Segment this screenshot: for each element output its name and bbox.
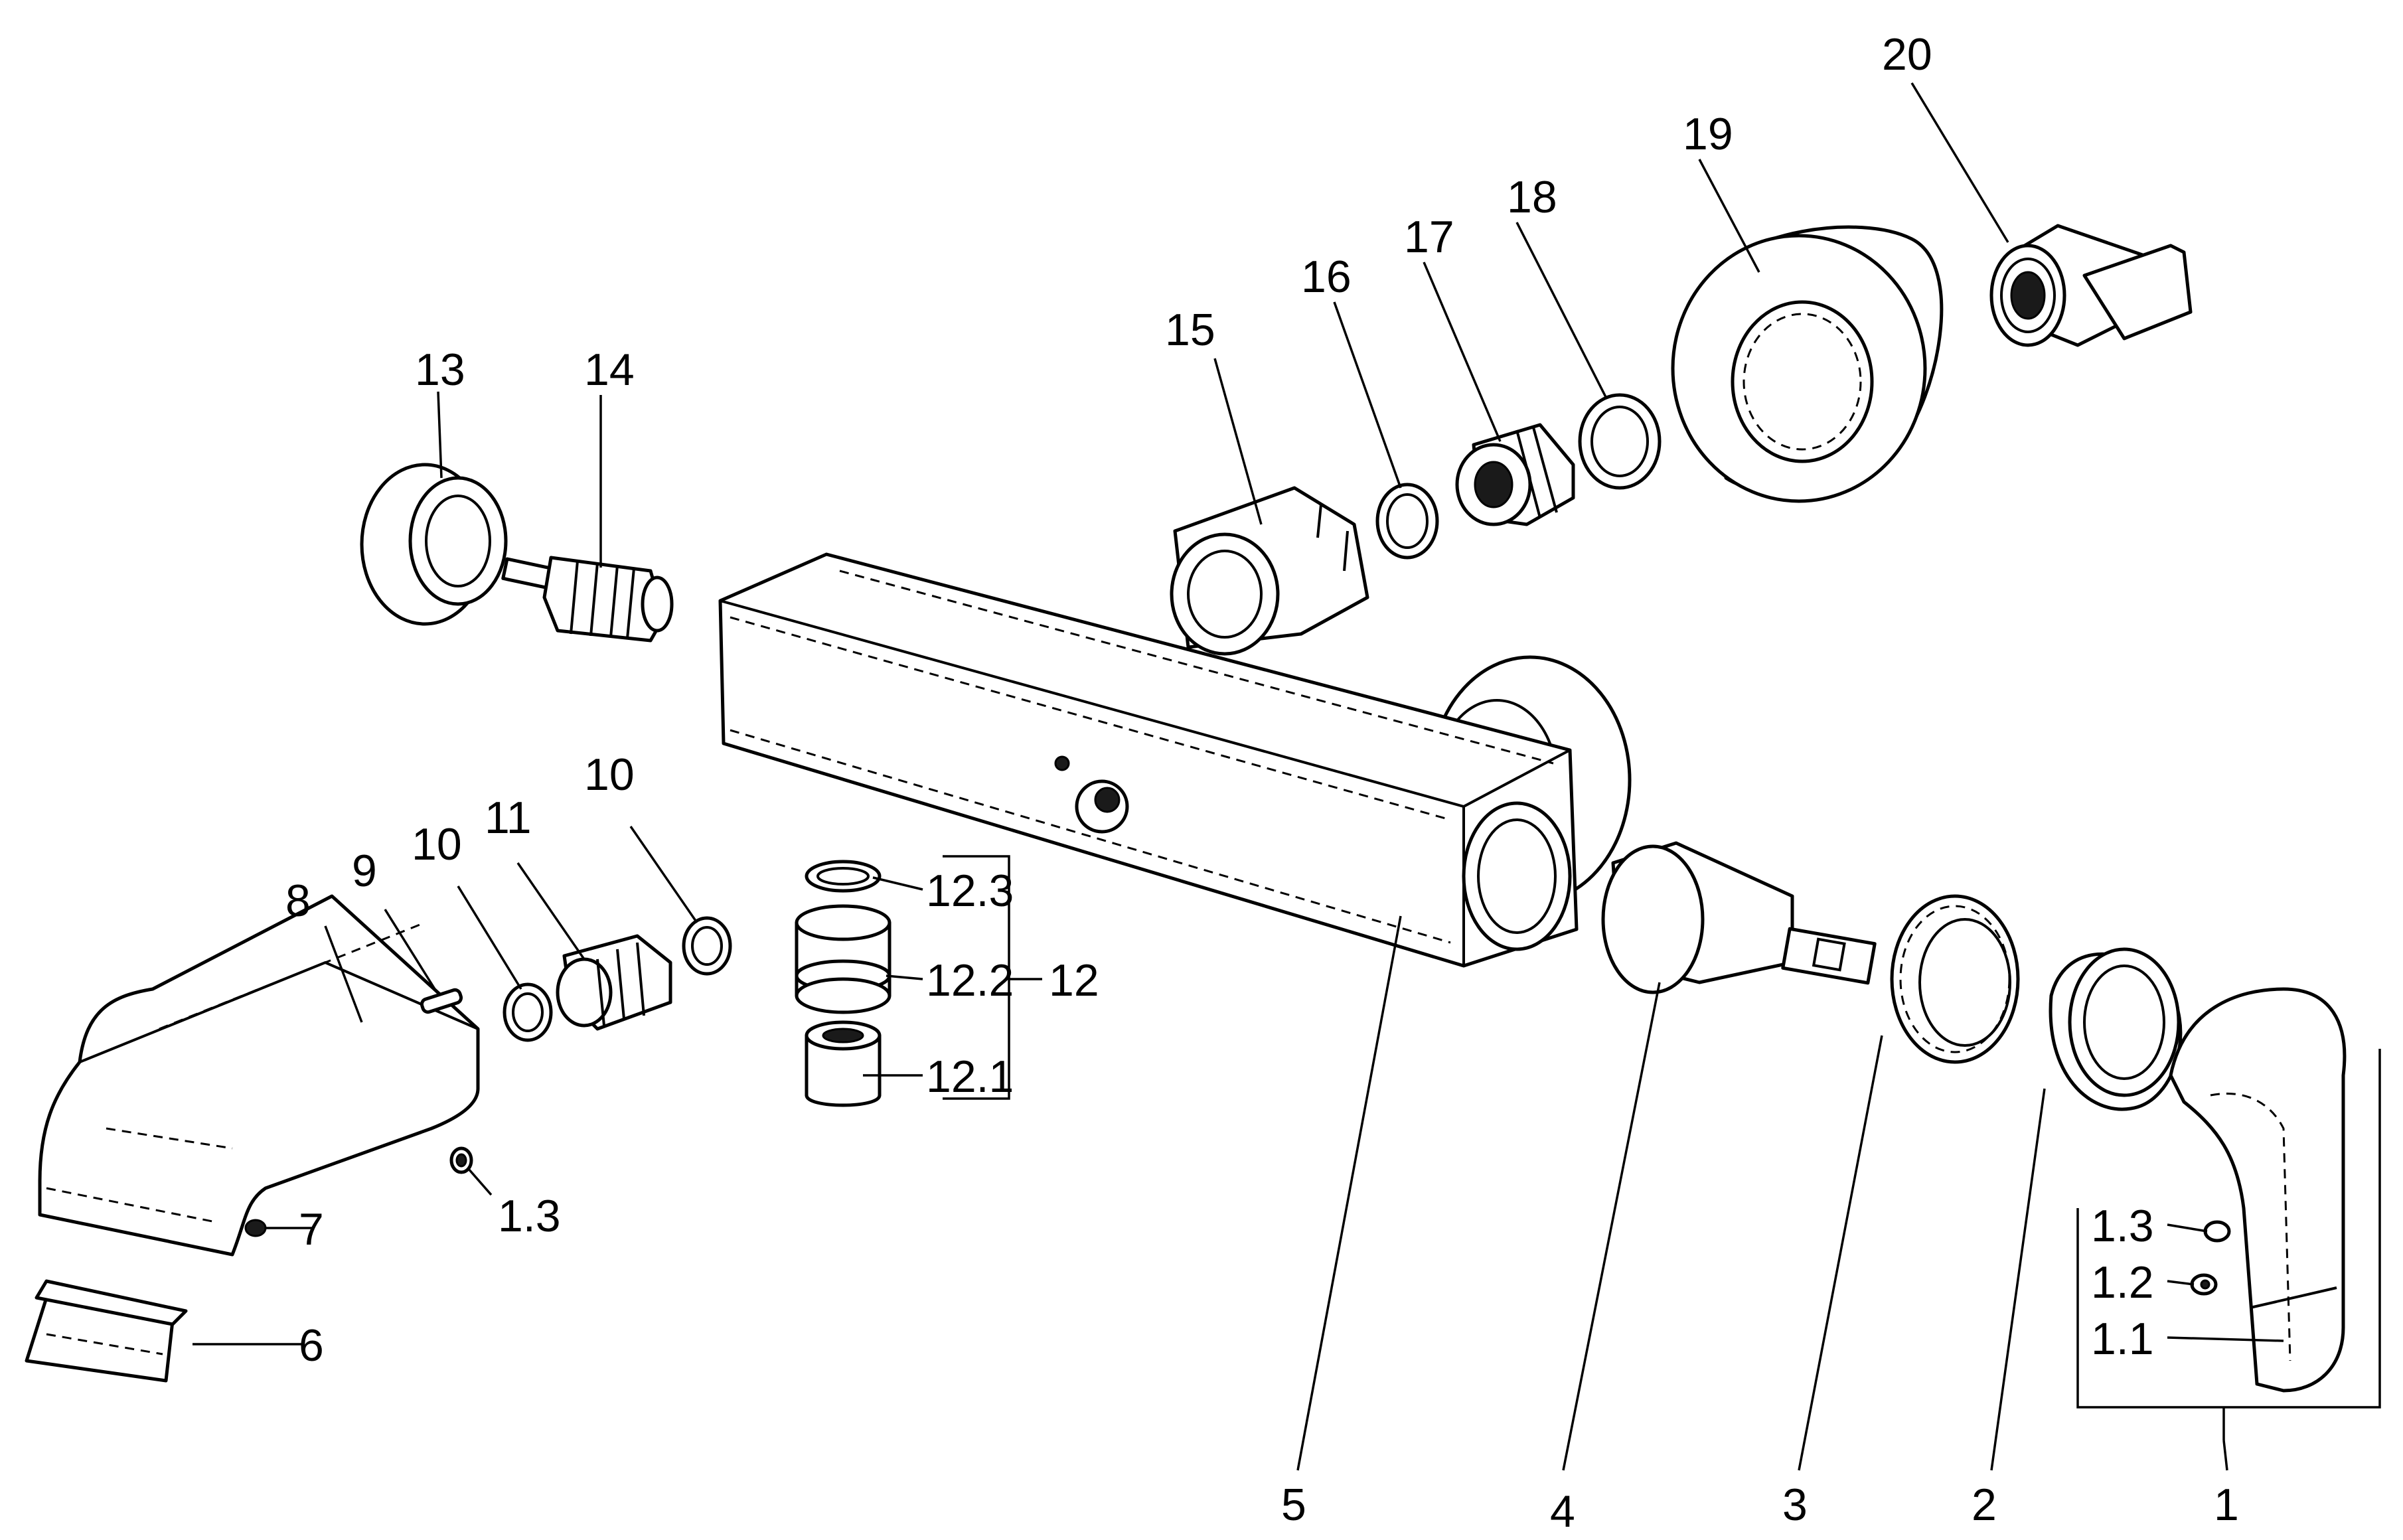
label-10-left: 10 [412,819,462,870]
part-15-union-nut [1170,486,1369,656]
label-14: 14 [584,345,635,395]
part-19-wall-rosette [1671,225,1944,503]
part-12-3-seal [805,860,882,893]
part-9-pin [420,988,463,1014]
label-1-1: 1.1 [2091,1314,2154,1364]
part-2-cover-cap [2049,947,2183,1111]
part-17-connector [1455,423,1575,526]
label-1: 1 [2214,1480,2239,1530]
part-16-o-ring [1375,483,1439,560]
part-8-spout [38,894,480,1257]
part-1-3-screw-spout [449,1146,473,1174]
label-19: 19 [1683,109,1733,159]
label-4: 4 [1550,1486,1575,1537]
label-16: 16 [1301,252,1352,302]
label-7: 7 [299,1204,324,1255]
label-12-3: 12.3 [926,866,1014,916]
label-18: 18 [1507,172,1557,222]
part-7-screw [244,1219,267,1237]
part-6-aerator [25,1279,188,1383]
label-2: 2 [1972,1480,1997,1530]
label-12-2: 12.2 [926,955,1014,1006]
part-10-o-ring-left [503,982,553,1042]
label-13: 13 [415,345,465,395]
label-11: 11 [485,793,532,843]
part-20-eccentric-fitting [1989,224,2193,347]
label-8: 8 [285,876,311,926]
label-9: 9 [352,846,377,896]
part-12-2-bushing [795,904,891,1014]
label-3: 3 [1782,1480,1808,1530]
label-15: 15 [1165,305,1215,355]
part-4-mixing-cartridge [1601,841,1877,994]
label-17: 17 [1404,212,1454,262]
label-1-3-spout: 1.3 [498,1191,561,1241]
label-12: 12 [1049,955,1099,1006]
part-5-mixer-body [718,552,1632,968]
part-12-1-sleeve [805,1020,882,1107]
part-10-o-ring-right [682,916,732,976]
part-13-rosette [360,463,508,626]
leader-lines [193,82,2284,1471]
bracket-group-12 [943,855,1042,1100]
label-1-2: 1.2 [2091,1257,2154,1308]
part-1-2-grub-screw [2190,1273,2218,1296]
part-14-check-valve [501,556,674,643]
part-3-threaded-ring [1890,894,2020,1064]
part-11-diverter [556,934,672,1031]
label-12-1: 12.1 [926,1051,1014,1102]
part-labels: 1 1.3 1.2 1.1 2 3 4 5 6 7 1.3 8 9 10 11 … [285,29,2239,1537]
label-20: 20 [1882,29,1932,80]
label-1-3-handle: 1.3 [2091,1201,2154,1251]
part-1-3-screw [2203,1220,2231,1243]
label-6: 6 [299,1320,324,1371]
label-5: 5 [1281,1480,1306,1530]
part-1-1-lever-handle [2169,987,2347,1393]
bracket-group-1 [2076,1049,2381,1440]
part-18-seal-ring [1578,393,1662,490]
label-10-right: 10 [584,749,635,800]
